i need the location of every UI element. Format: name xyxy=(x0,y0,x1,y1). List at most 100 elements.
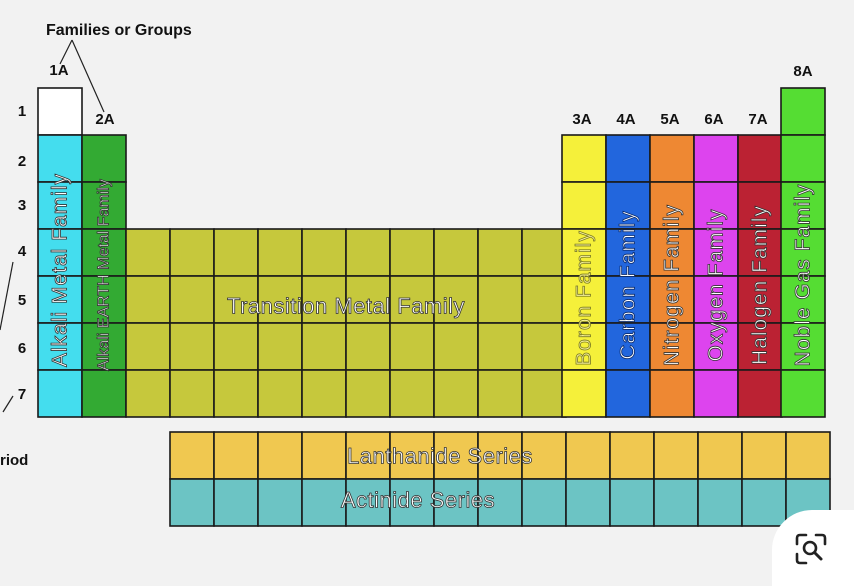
element-cell xyxy=(301,275,347,324)
periodic-table-grid: Alkali Metal Family Alkali EARTH Metal Fa… xyxy=(0,39,831,527)
actinide-cell xyxy=(169,478,215,527)
lanthanide-cell xyxy=(433,431,479,480)
lanthanide-cell xyxy=(301,431,347,480)
element-cell xyxy=(780,322,826,371)
lanthanide-cell xyxy=(345,431,391,480)
group-label-2a: 2A xyxy=(95,111,115,128)
family-label-halogen: Halogen Family xyxy=(749,205,772,365)
element-cell xyxy=(257,322,303,371)
element-cell xyxy=(649,275,695,324)
element-cell xyxy=(780,369,826,418)
period-axis-label: riod xyxy=(0,452,29,469)
group-label-4a: 4A xyxy=(616,111,636,128)
element-cell xyxy=(561,181,607,230)
group-label-6a: 6A xyxy=(704,111,724,128)
family-label-noble-gas: Noble Gas Family xyxy=(792,184,815,367)
element-cell xyxy=(257,228,303,277)
element-cell xyxy=(389,322,435,371)
period-pointer-lower xyxy=(2,395,14,413)
element-cell xyxy=(125,322,171,371)
element-cell xyxy=(737,134,783,183)
element-cell xyxy=(81,134,127,183)
element-cell xyxy=(125,275,171,324)
element-cell xyxy=(477,369,523,418)
element-cell xyxy=(605,181,651,230)
element-cell xyxy=(301,322,347,371)
element-cell xyxy=(345,369,391,418)
group-label-1a: 1A xyxy=(49,62,69,79)
element-cell xyxy=(521,322,567,371)
element-cell xyxy=(561,228,607,277)
element-cell xyxy=(561,134,607,183)
family-label-carbon: Carbon Family xyxy=(617,210,640,360)
magnifier-search-icon xyxy=(795,533,827,565)
element-cell xyxy=(345,228,391,277)
element-cell xyxy=(693,369,739,418)
element-cell xyxy=(389,228,435,277)
element-cell xyxy=(649,181,695,230)
actinide-cell xyxy=(565,478,611,527)
period-number-3: 3 xyxy=(17,197,27,214)
period-number-2: 2 xyxy=(17,153,27,170)
element-cell xyxy=(780,228,826,277)
actinide-cell xyxy=(521,478,567,527)
element-cell xyxy=(521,228,567,277)
lanthanide-cell xyxy=(257,431,303,480)
element-cell xyxy=(561,275,607,324)
element-cell xyxy=(477,228,523,277)
lanthanide-cell xyxy=(477,431,523,480)
element-cell xyxy=(37,228,83,277)
actinide-cell xyxy=(257,478,303,527)
element-cell xyxy=(345,322,391,371)
family-label-oxygen: Oxygen Family xyxy=(705,208,728,361)
lanthanide-cell xyxy=(169,431,215,480)
element-cell xyxy=(169,369,215,418)
group-label-3a: 3A xyxy=(572,111,592,128)
period-number-4: 4 xyxy=(17,243,27,260)
period-pointer-upper xyxy=(0,261,14,331)
group-label-7a: 7A xyxy=(748,111,768,128)
element-cell xyxy=(737,369,783,418)
element-cell xyxy=(433,322,479,371)
element-cell xyxy=(521,275,567,324)
element-cell xyxy=(605,134,651,183)
actinide-cell xyxy=(697,478,743,527)
element-cell xyxy=(81,369,127,418)
families-groups-title: Families or Groups xyxy=(46,22,192,39)
element-cell xyxy=(213,322,259,371)
element-cell xyxy=(389,369,435,418)
element-cell xyxy=(521,369,567,418)
series-label-actinide: Actinide Series xyxy=(341,488,495,513)
element-cell xyxy=(605,275,651,324)
period-number-1: 1 xyxy=(17,103,27,120)
element-cell xyxy=(433,228,479,277)
family-label-alkali: Alkali Metal Family xyxy=(49,173,72,367)
element-cell xyxy=(213,275,259,324)
actinide-cell xyxy=(433,478,479,527)
lanthanide-cell xyxy=(609,431,655,480)
element-cell xyxy=(37,134,83,183)
lanthanide-cell xyxy=(565,431,611,480)
element-cell xyxy=(37,87,83,136)
actinide-cell xyxy=(653,478,699,527)
family-label-alkaline-earth: Alkali EARTH Metal Family xyxy=(96,179,113,371)
element-cell xyxy=(169,275,215,324)
lanthanide-cell xyxy=(213,431,259,480)
lanthanide-cell xyxy=(653,431,699,480)
element-cell xyxy=(125,369,171,418)
title-pointer-1a xyxy=(59,39,73,65)
period-number-7: 7 xyxy=(17,386,27,403)
element-cell xyxy=(433,275,479,324)
element-cell xyxy=(301,228,347,277)
actinide-cell xyxy=(477,478,523,527)
element-cell xyxy=(477,275,523,324)
visual-search-button[interactable] xyxy=(772,510,854,586)
element-cell xyxy=(37,369,83,418)
element-cell xyxy=(389,275,435,324)
period-number-5: 5 xyxy=(17,292,27,309)
lanthanide-cell xyxy=(389,431,435,480)
actinide-cell xyxy=(301,478,347,527)
element-cell xyxy=(561,322,607,371)
element-cell xyxy=(649,228,695,277)
element-cell xyxy=(213,228,259,277)
